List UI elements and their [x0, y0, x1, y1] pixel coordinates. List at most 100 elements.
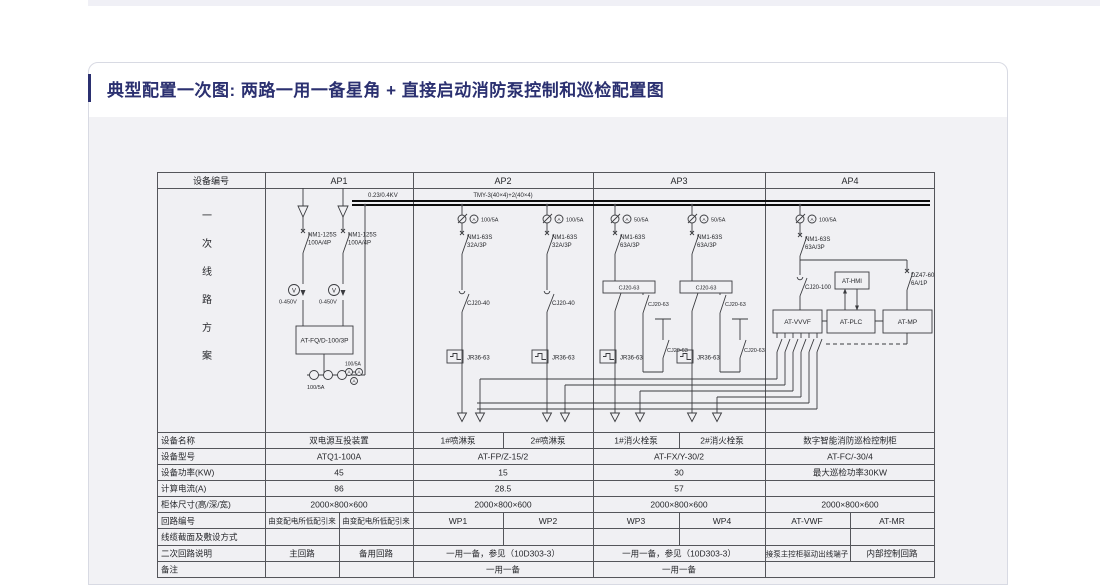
- ct-icon: [323, 370, 333, 380]
- cell-circuit-ap2b: WP2: [539, 516, 558, 526]
- ap3-ct-ratio: 50/5A: [711, 218, 726, 224]
- thermal-relay-icon: [446, 349, 464, 364]
- cell-name-ap2a: 1#喷淋泵: [441, 436, 476, 446]
- row-label-remark: 备注: [161, 565, 179, 575]
- cell-model-ap2: AT-FP/Z-15/2: [478, 452, 529, 462]
- cell-size-ap3: 2000×800×600: [650, 500, 707, 510]
- plc-box: [826, 309, 876, 334]
- header-ap1: AP1: [330, 176, 347, 186]
- ap2-ct-ratio: 100/5A: [566, 218, 584, 224]
- ap3-delta-contactor-label: CJ20-63: [648, 302, 669, 308]
- side-char-4: 路: [202, 293, 212, 306]
- thermal-relay-label: JR36-63: [620, 356, 643, 362]
- cell-remark-ap2: 一用一备: [486, 565, 521, 575]
- ap3-delta-contactor-label: CJ20-63: [725, 302, 746, 308]
- page-title: 典型配置一次图: 两路一用一备星角 + 直接启动消防泵控制和巡检配置图: [107, 81, 665, 100]
- ammeter-icon: [469, 214, 479, 224]
- cell-circuit-ap1b: 由变配电所低配引来: [342, 516, 410, 526]
- ap2-breaker-rating: 32A/3P: [467, 243, 487, 249]
- ap3-breaker-rating: 63A/3P: [620, 243, 640, 249]
- ap4-breaker-rating: 63A/3P: [805, 245, 825, 251]
- voltmeter-range: 0-450V: [279, 300, 297, 306]
- ct-icon: [309, 370, 319, 380]
- sheet-background: [157, 172, 936, 579]
- cell-circuit-ap2a: WP1: [449, 516, 468, 526]
- ammeter-glyph: A: [702, 217, 705, 222]
- ap1-incomer-2: NM1-125S 100A/4P V 0-450V: [319, 188, 377, 326]
- cell-circuit-ap3a: WP3: [627, 516, 646, 526]
- row-label-cable: 线缆截面及敷设方式: [161, 532, 238, 542]
- thermal-relay-icon: [599, 349, 617, 364]
- top-strip: [88, 0, 1100, 6]
- header-ap3: AP3: [670, 176, 687, 186]
- ammeter-icon: [622, 214, 632, 224]
- cell-secondary-ap3: 一用一备，参见（10D303-3）: [622, 549, 736, 559]
- hmi-box-label: AT-HMI: [842, 279, 862, 285]
- side-label-primary-scheme: 一 次 线 路 方 案: [202, 211, 212, 362]
- cell-circuit-ap4a: AT-VWF: [791, 516, 822, 526]
- ap3-branch-2: A 50/5A NM1-63S 63A/3P CJ20-63 CJ20-63 C…: [676, 205, 765, 422]
- cell-model-ap3: AT-FX/Y-30/2: [654, 452, 704, 462]
- plc-box-label: AT-PLC: [840, 319, 863, 326]
- ammeter-glyph: A: [357, 370, 360, 375]
- ap3-contactor-label: CJ20-63: [696, 286, 717, 292]
- contactor-group-box: [602, 280, 656, 294]
- header-ap2: AP2: [494, 176, 511, 186]
- cell-power-ap4: 最大巡检功率30KW: [813, 468, 887, 478]
- contactor-group-box: [679, 280, 733, 294]
- ap4-breaker-label: NM1-63S: [805, 237, 830, 243]
- equipment-table: 设备名称 设备型号 设备功率(KW) 计算电流(A) 柜体尺寸(高/深/宽) 回…: [161, 436, 918, 575]
- cell-name-ap3b: 2#消火栓泵: [700, 436, 744, 446]
- thermal-relay-label: JR36-63: [552, 356, 575, 362]
- voltmeter-glyph: V: [292, 289, 296, 295]
- cell-model-ap1: ATQ1-100A: [317, 452, 362, 462]
- title-accent-bar: [88, 74, 91, 102]
- ammeter-glyph: A: [347, 370, 350, 375]
- ap2-breaker-label: NM1-63S: [467, 235, 492, 241]
- cell-current-ap2: 28.5: [495, 484, 512, 494]
- ap2-breaker-label: NM1-63S: [552, 235, 577, 241]
- ap3-ct-ratio: 50/5A: [634, 218, 649, 224]
- cell-secondary-ap4a: 接泵主控柜驱动出线端子: [766, 549, 849, 559]
- ammeter-icon: [350, 377, 358, 385]
- voltmeter-icon: [288, 284, 300, 296]
- single-line-diagram: 设备编号 AP1 AP2 AP3 AP4 一 次 线 路 方 案 0.23/0.…: [157, 172, 936, 579]
- ammeter-glyph: A: [625, 217, 628, 222]
- mp-box-label: AT-MP: [898, 319, 917, 326]
- row-label-size: 柜体尺寸(高/深/宽): [161, 500, 231, 510]
- thermal-relay-label: JR36-63: [467, 356, 490, 362]
- side-char-3: 线: [202, 265, 212, 278]
- ammeter-icon: [554, 214, 564, 224]
- ap4-feeder: A 100/5A NM1-63S 63A/3P CJ20-100 DZ47-60…: [795, 205, 935, 310]
- ap2-branch-2: A 100/5A NM1-63S 32A/3P CJ20-40 JR36-63: [531, 205, 584, 422]
- ammeter-glyph: A: [810, 217, 813, 222]
- cell-remark-ap3: 一用一备: [662, 565, 697, 575]
- row-label-current: 计算电流(A): [161, 484, 207, 494]
- bus-voltage-label: 0.23/0.4KV: [368, 193, 398, 199]
- ats-box-label: AT-FQ/D-100/3P: [301, 338, 349, 345]
- mp-box: [882, 309, 933, 334]
- ap3-contactor-label: CJ20-63: [619, 286, 640, 292]
- thermal-relay-icon: [531, 349, 549, 364]
- cell-current-ap1: 86: [334, 484, 344, 494]
- cell-secondary-ap4b: 内部控制回路: [866, 549, 918, 559]
- ammeter-glyph: A: [472, 217, 475, 222]
- thermal-relay-label: JR36-63: [697, 356, 720, 362]
- table-grid: [157, 172, 935, 578]
- cell-secondary-ap2: 一用一备，参见（10D303-3）: [446, 549, 560, 559]
- ap1-breaker-rating: 100A/4P: [348, 241, 371, 247]
- ap1-ct-ratio: 100/5A: [307, 385, 325, 391]
- cell-name-ap1: 双电源互投装置: [309, 436, 369, 446]
- cell-power-ap1: 45: [334, 468, 344, 478]
- bus-spec-label: TMY-3(40×4)+2(40×4): [473, 193, 532, 199]
- row-label-secondary: 二次回路说明: [161, 549, 212, 559]
- ap1-breaker-rating: 100A/4P: [308, 241, 331, 247]
- cell-circuit-ap3b: WP4: [713, 516, 732, 526]
- header-col0: 设备编号: [193, 175, 229, 186]
- cell-size-ap4: 2000×800×600: [821, 500, 878, 510]
- cell-power-ap2: 15: [498, 468, 508, 478]
- cell-power-ap3: 30: [674, 468, 684, 478]
- cell-current-ap3: 57: [674, 484, 684, 494]
- cell-circuit-ap4b: AT-MR: [879, 516, 905, 526]
